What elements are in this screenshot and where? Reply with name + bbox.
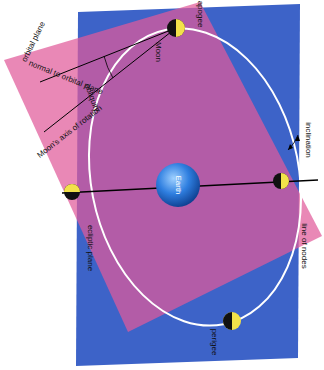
obliquity-arc bbox=[104, 56, 113, 78]
position-label: apogee bbox=[196, 1, 204, 28]
moon-perigee bbox=[223, 312, 241, 330]
moon-apogee bbox=[167, 19, 185, 37]
angle-label: inclination bbox=[304, 122, 312, 158]
arrowhead bbox=[288, 144, 293, 150]
body-label: Moon bbox=[154, 42, 162, 62]
inclination-arc bbox=[288, 135, 298, 150]
orbit-ellipse bbox=[64, 10, 324, 344]
moon-node-right bbox=[273, 173, 289, 189]
plane-label: ecliptic plane bbox=[86, 225, 94, 271]
arrowhead bbox=[295, 135, 300, 141]
line-label: line of nodes bbox=[300, 223, 308, 268]
body-label: Earth bbox=[174, 175, 182, 194]
moon-node-left bbox=[64, 184, 80, 200]
earth-globe bbox=[156, 163, 200, 207]
position-label: perigee bbox=[210, 329, 218, 356]
orbital-plane bbox=[4, 2, 322, 332]
